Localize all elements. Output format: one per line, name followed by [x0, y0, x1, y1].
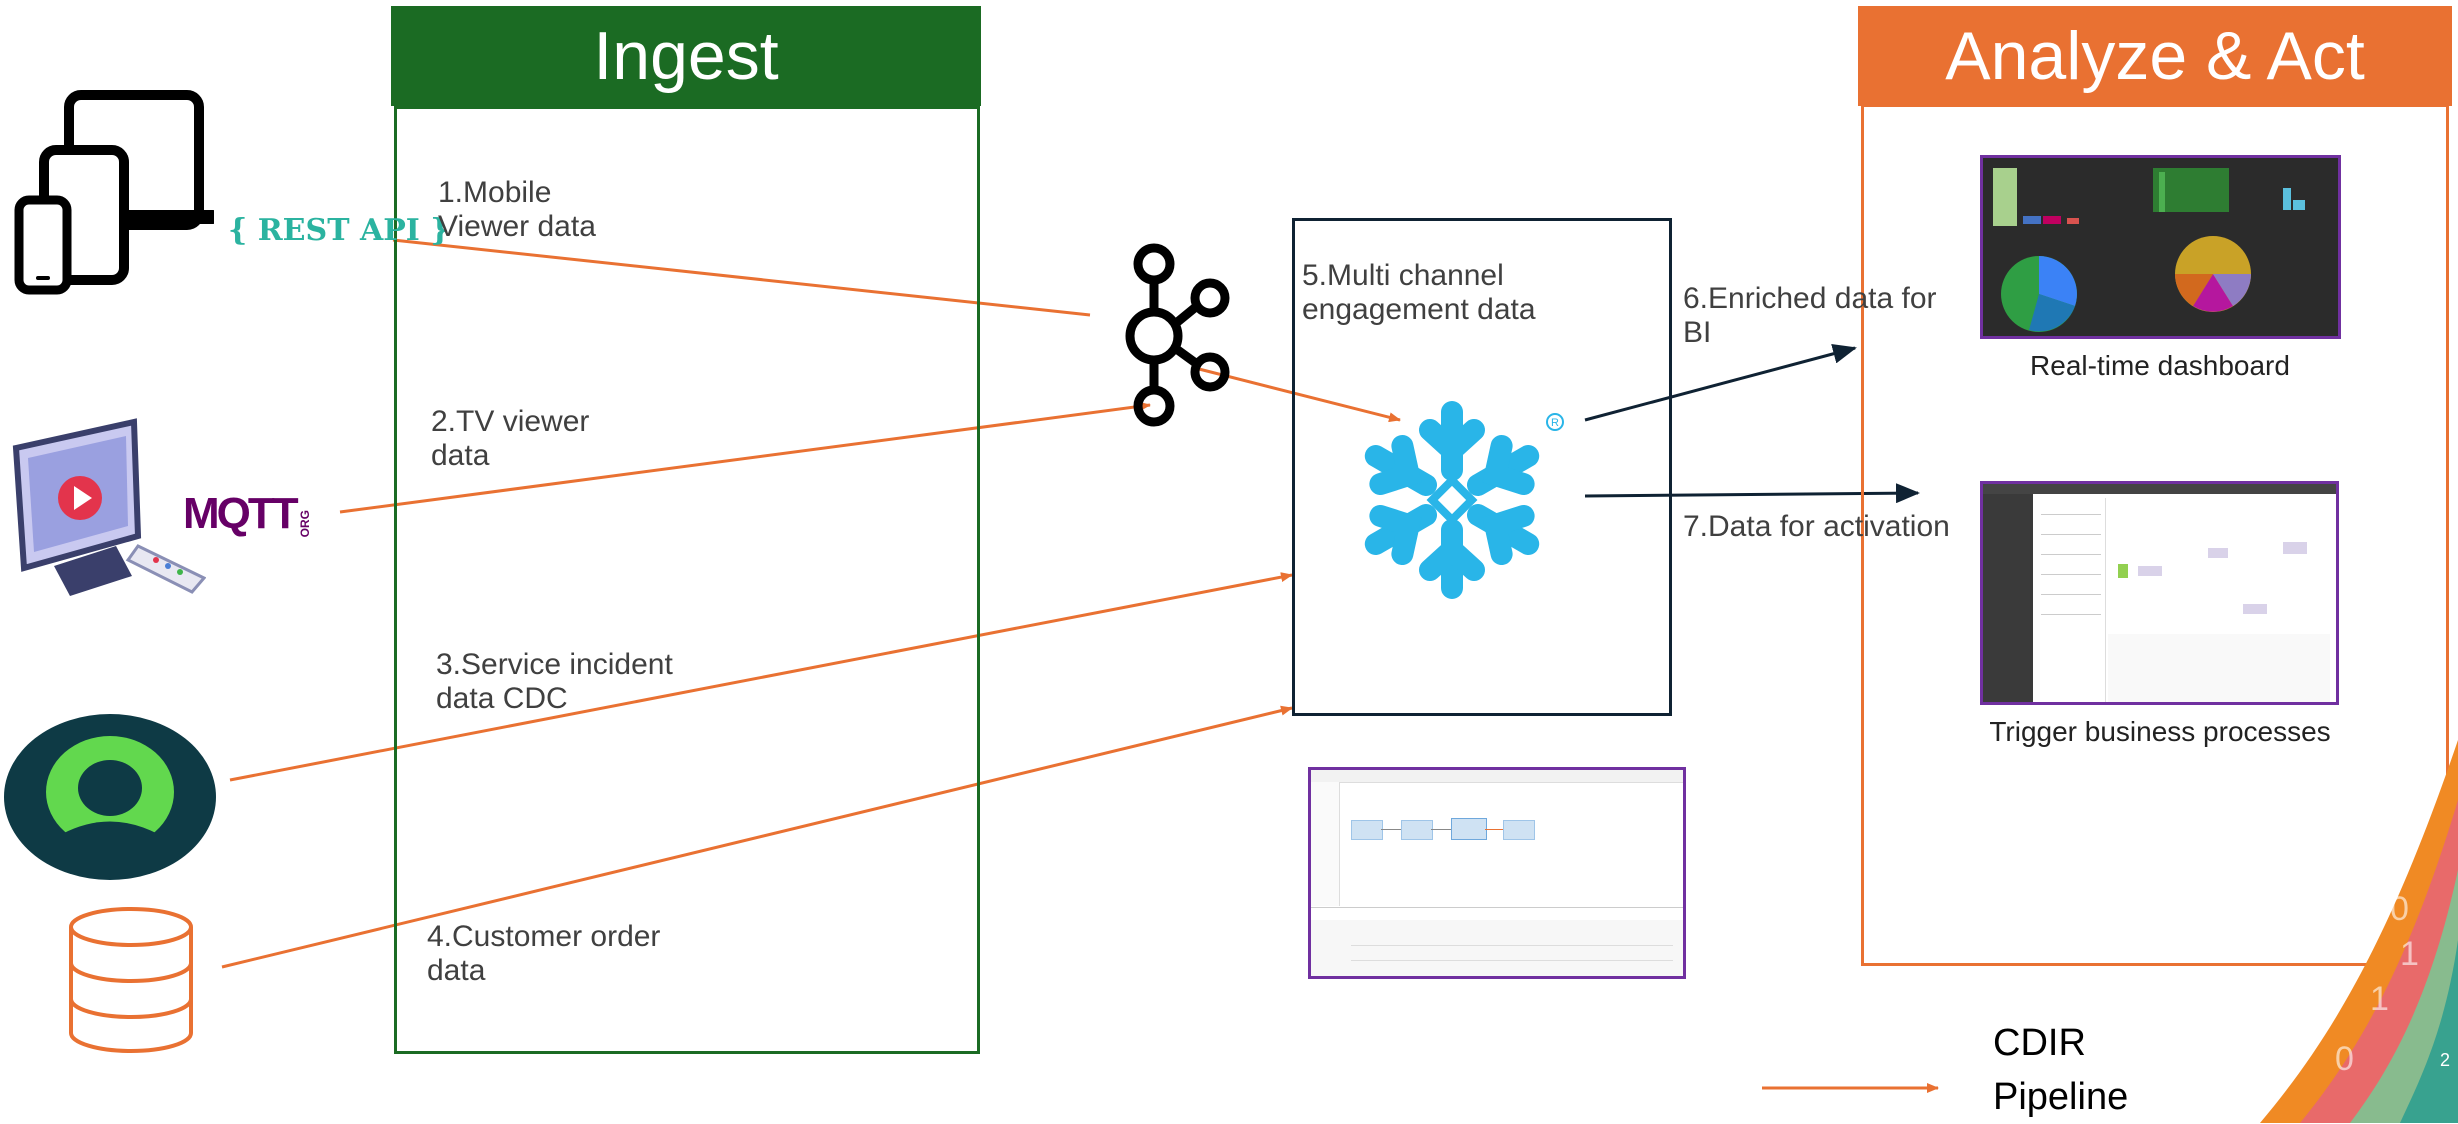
- label-data-activation: 7.Data for activation: [1683, 510, 1950, 543]
- arrow-service-to-box: [229, 572, 1293, 782]
- snowflake-box: [1292, 218, 1672, 716]
- database-icon: [69, 907, 193, 1053]
- arrow-kafka-to-snowflake: [1194, 366, 1401, 423]
- svg-text:1: 1: [2400, 935, 2419, 973]
- corner-decoration: 0 1 1 0: [2260, 740, 2458, 1123]
- devices-icon: [14, 90, 214, 295]
- trigger-caption: Trigger business processes: [1989, 716, 2331, 747]
- trigger-thumbnail: [1980, 481, 2339, 705]
- legend-label: CDIR Pipeline: [1993, 1022, 2129, 1118]
- label-mobile-viewer: 1.Mobile Viewer data: [438, 176, 596, 243]
- mqtt-logo-org: ORG: [297, 509, 312, 537]
- label-multi-channel: 5.Multi channel engagement data: [1302, 259, 1536, 326]
- analyze-title: Analyze & Act: [1858, 6, 2452, 106]
- label-enriched-data: 6.Enriched data for BI: [1683, 282, 1937, 349]
- dashboard-caption: Real-time dashboard: [2030, 350, 2290, 381]
- label-customer-order: 4.Customer order data: [427, 920, 661, 987]
- svg-text:0: 0: [2335, 1040, 2354, 1078]
- ingest-panel: [394, 106, 980, 1054]
- arrow-orders-to-box: [221, 705, 1293, 969]
- ingest-title: Ingest: [391, 6, 981, 106]
- service-incident-icon: [4, 714, 216, 880]
- arrow-mobile-to-kafka: [392, 238, 1091, 317]
- label-tv-viewer: 2.TV viewer data: [431, 405, 590, 472]
- snowflake-icon: R: [1364, 401, 1564, 599]
- svg-text:1: 1: [2370, 980, 2389, 1018]
- kafka-icon: [1125, 243, 1230, 427]
- svg-text:0: 0: [2390, 890, 2409, 928]
- rest-api-logo: { REST API }: [228, 213, 450, 248]
- svg-text:R: R: [1551, 417, 1559, 429]
- dashboard-thumbnail: [1980, 155, 2341, 339]
- arrow-tv-to-kafka: [339, 401, 1151, 514]
- smart-tv-icon: [12, 418, 206, 596]
- mqtt-logo-text: MQTT: [183, 489, 299, 538]
- arrow-snowflake-to-dashboard: [1584, 344, 1857, 422]
- pipeline-designer-thumbnail: [1308, 767, 1686, 979]
- label-service-incident: 3.Service incident data CDC: [436, 648, 673, 715]
- page-number: 2: [2440, 1050, 2451, 1070]
- mqtt-logo: MQTT ORG: [183, 489, 312, 538]
